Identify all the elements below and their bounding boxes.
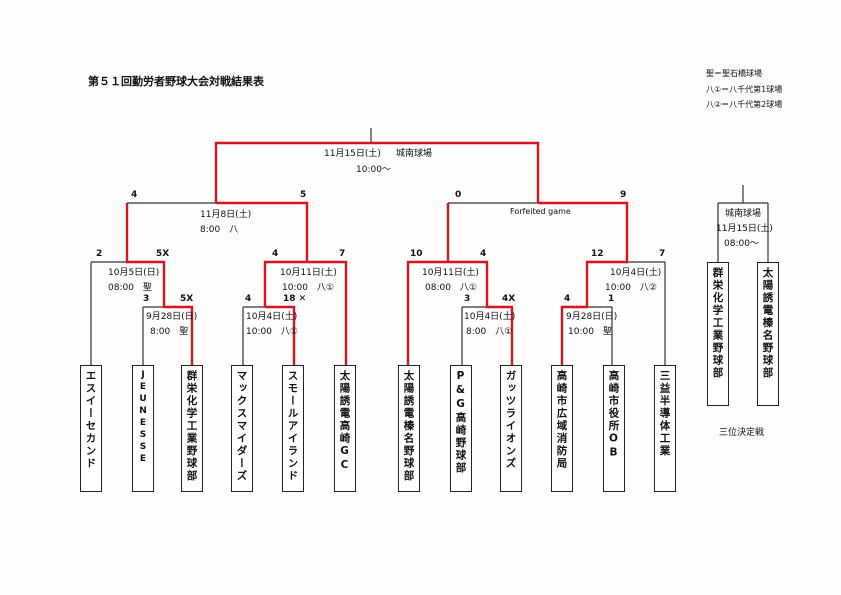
team-box: スモールアイランド <box>282 365 304 492</box>
match-date: 10月5日(日) <box>108 268 160 278</box>
match-time: 08:00 聖 <box>108 283 152 293</box>
score: 9 <box>620 190 627 200</box>
score: 12 <box>591 249 604 259</box>
match-time: 10:00 八① <box>282 283 335 293</box>
team-box: 群栄化学工業野球部 <box>181 365 203 492</box>
match-date: 10月4日(土) <box>246 312 298 322</box>
match-time: 10:00 八② <box>605 283 658 293</box>
match-date: 10月11日(土) <box>422 268 479 278</box>
forfeit-note: Forfeited game <box>510 207 571 216</box>
final-venue: 城南球場 <box>396 149 433 159</box>
match-date: 11月8日(土) <box>200 210 252 220</box>
team-box: 太陽誘電榛名野球部 <box>757 262 779 406</box>
score: 4 <box>480 249 487 259</box>
team-box: 高崎市役所OB <box>603 365 625 492</box>
score: 4 <box>564 294 571 304</box>
score: 18 ✕ <box>283 294 307 304</box>
score: 0 <box>455 190 462 200</box>
page-title: 第５１回勤労者野球大会対戦結果表 <box>88 75 264 88</box>
match-date: 9月28日(日) <box>146 312 198 322</box>
match-time: 8:00 八 <box>200 225 239 235</box>
score: 4 <box>245 294 252 304</box>
score: 2 <box>96 249 103 259</box>
score: 4 <box>272 249 279 259</box>
score: 5X <box>180 294 194 304</box>
team-box: 太陽誘電高崎GC <box>334 365 356 492</box>
match-date: 10月4日(土) <box>610 268 662 278</box>
team-box: 群栄化学工業野球部 <box>707 262 729 406</box>
score: 5 <box>300 190 307 200</box>
third-place-label: 三位決定戦 <box>719 428 765 438</box>
match-time: 8:00 八① <box>466 327 513 337</box>
team-box: 三益半導体工業 <box>654 365 676 492</box>
team-box: P&G高崎野球部 <box>450 365 472 492</box>
match-date: 10月11日(土) <box>280 268 337 278</box>
score: 1 <box>608 294 615 304</box>
final-time: 10:00～ <box>356 165 391 175</box>
score: 3 <box>143 294 150 304</box>
score: 7 <box>659 249 666 259</box>
legend-item: 八②＝八千代第2球場 <box>706 100 783 109</box>
third-venue: 城南球場 <box>725 209 762 219</box>
final-date: 11月15日(土) <box>324 149 381 159</box>
match-date: 10月4日(土) <box>464 312 516 322</box>
team-box: JEUNESSE <box>132 365 154 492</box>
legend-item: 八①＝八千代第1球場 <box>706 85 783 94</box>
match-date: 9月28日(日) <box>566 312 618 322</box>
score: 5X <box>156 249 170 259</box>
match-time: 08:00 八① <box>425 283 478 293</box>
score: 10 <box>410 249 423 259</box>
score: 4X <box>502 294 516 304</box>
match-time: 8:00 聖 <box>150 327 189 337</box>
team-box: 高崎市広域消防局 <box>551 365 573 492</box>
third-time: 08:00～ <box>724 239 759 249</box>
match-time: 10:00 聖 <box>568 327 612 337</box>
score: 7 <box>339 249 346 259</box>
score: 4 <box>131 190 138 200</box>
third-date: 11月15日(土) <box>716 224 773 234</box>
legend-item: 聖＝聖石橋球場 <box>706 69 762 78</box>
score: 3 <box>464 294 471 304</box>
team-box: エスイーセカンド <box>80 365 102 492</box>
match-time: 10:00 八① <box>246 327 299 337</box>
team-box: 太陽誘電榛名野球部 <box>398 365 420 492</box>
team-box: マックスマイダーズ <box>231 365 253 492</box>
team-box: ガッツライオンズ <box>500 365 522 492</box>
